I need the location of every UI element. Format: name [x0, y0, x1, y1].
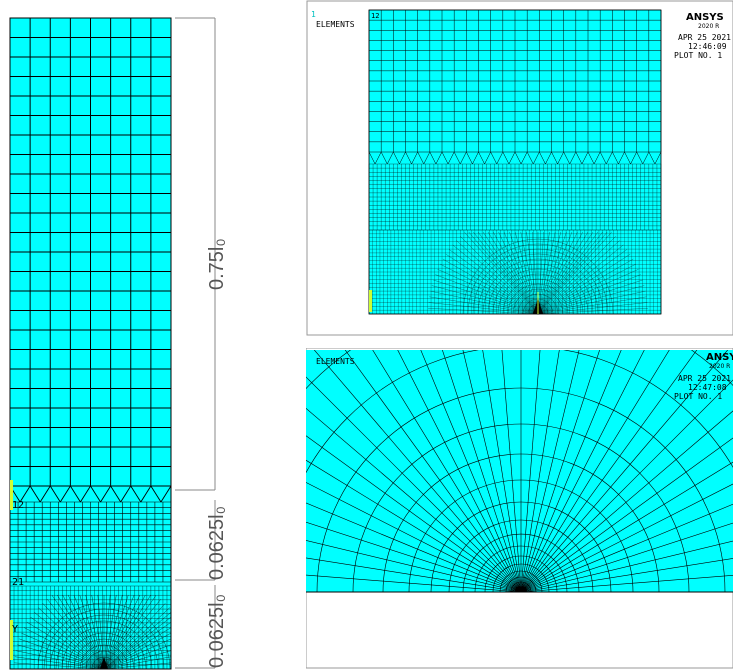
ansys-plot-crack-tip-zoom: ELEMENTS ANSYS 2020 R APR 25 2021 12:47:…: [306, 348, 733, 669]
radial-mesh: [306, 350, 733, 592]
plot-date: APR 25 2021: [678, 33, 731, 42]
highlight-strip-lower: [10, 620, 13, 660]
node-label-21: 21: [12, 577, 24, 588]
dimension-label-bottom: 0.0625l₀: [206, 594, 228, 668]
plot-time: 12:46:09: [688, 42, 727, 51]
left-mesh-plot: 12 21 Y: [9, 17, 172, 670]
plot-time: 12:47:08: [688, 383, 727, 392]
ansys-version: 2020 R: [698, 23, 719, 30]
fine-mesh-region: [9, 585, 172, 670]
highlight-strip: [10, 480, 13, 510]
node-label-12: 12: [12, 500, 24, 511]
plot-title: ELEMENTS: [316, 20, 355, 29]
dimension-label-middle: 0.0625l₀: [206, 506, 228, 580]
highlight-strip: [369, 290, 372, 312]
plot-title: ELEMENTS: [316, 357, 355, 366]
plot-number: PLOT NO. 1: [674, 392, 722, 401]
ansys-version: 2020 R: [709, 363, 730, 370]
ansys-logo: ANSYS: [706, 352, 733, 363]
transition-mesh-region: [9, 485, 172, 503]
dimension-label-top: 0.75l₀: [206, 238, 228, 290]
ansys-plot-full-mesh: 1 ELEMENTS 12 ANSYS 2020 R APR 25 2021 1…: [306, 0, 733, 336]
corner-number: 1: [311, 10, 316, 19]
node-label-y: Y: [12, 624, 18, 635]
medium-mesh-region: [9, 501, 172, 583]
plot-number: PLOT NO. 1: [674, 51, 722, 60]
node-label-12: 12: [371, 12, 379, 20]
full-mesh-grid: [368, 9, 662, 315]
plot-date: APR 25 2021: [678, 374, 731, 383]
crack-tip: [516, 587, 526, 592]
dimension-annotations: 0.75l₀ 0.0625l₀ 0.0625l₀: [175, 17, 228, 669]
ansys-logo: ANSYS: [686, 12, 724, 23]
